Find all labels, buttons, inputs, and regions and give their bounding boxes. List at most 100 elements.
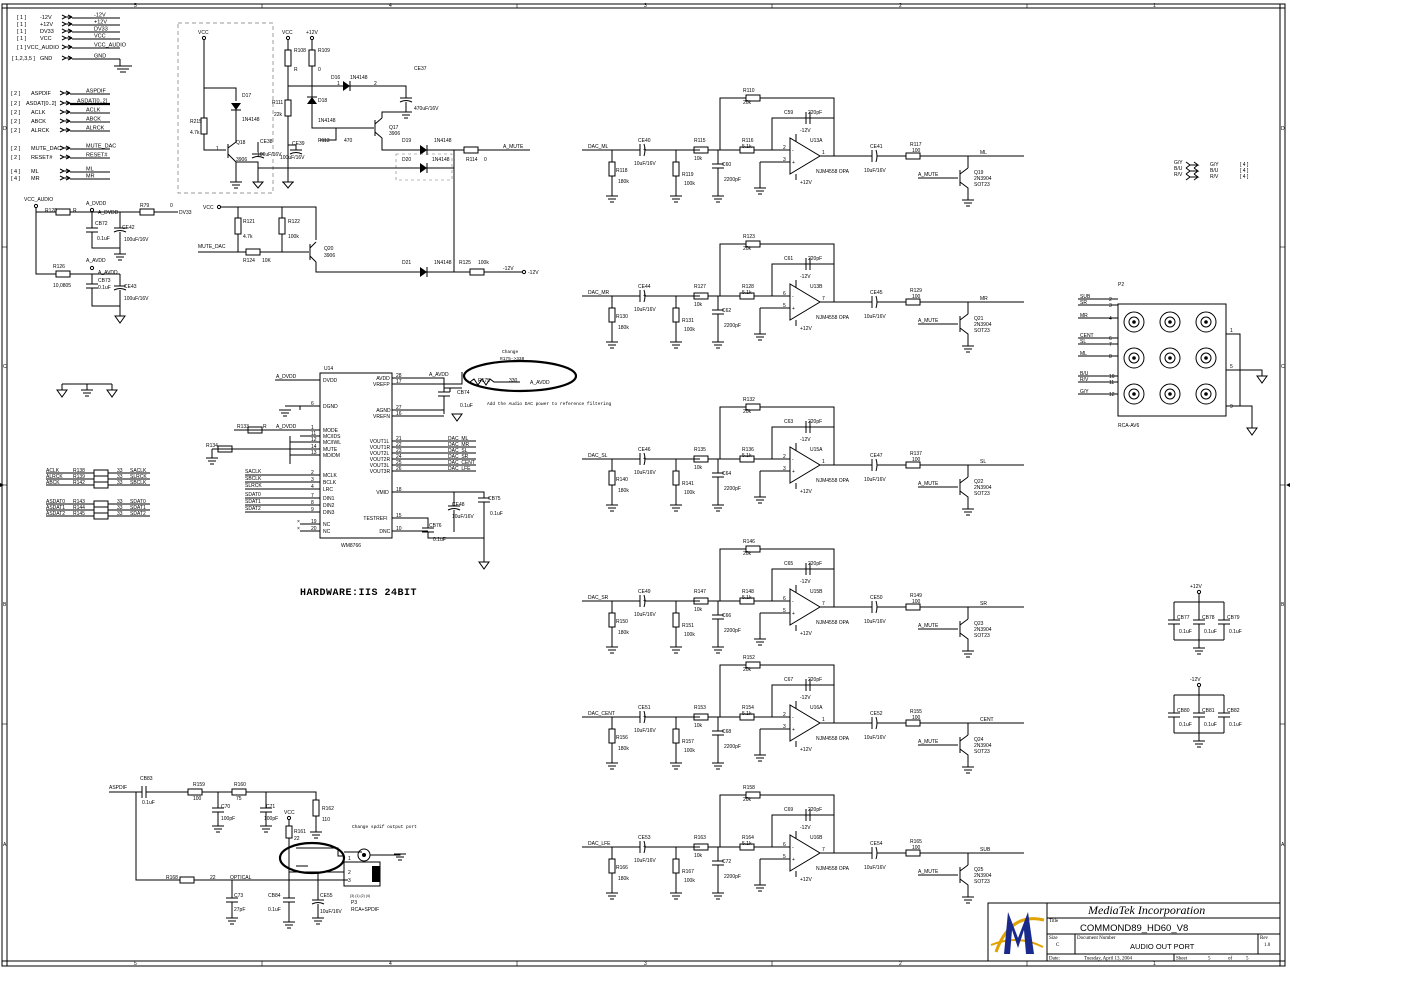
r124-val: 10K	[262, 258, 272, 264]
power-connector-arrow	[61, 44, 73, 50]
r124-ref: R124	[243, 258, 255, 264]
power-rail-label-5: GND	[94, 54, 106, 60]
c-shunt-wire	[712, 601, 724, 647]
input-cap-ref: CE51	[638, 705, 651, 711]
dac-pin-name-right-10: VMID	[376, 490, 389, 496]
ground-symbol	[606, 341, 618, 349]
connector-gnd-pin-9: 9	[1230, 404, 1233, 410]
rin-val: 10k	[694, 607, 703, 613]
size-value: C	[1056, 943, 1060, 948]
r121-ref: R121	[243, 219, 255, 225]
opamp-pos-rail: +12V	[800, 877, 812, 883]
output-wire	[820, 716, 906, 730]
right-io-arrow	[1185, 167, 1200, 175]
opamp-pin-plus: 5	[783, 854, 786, 860]
io-net-6: RESET#	[31, 155, 53, 161]
connector-net-2: MR	[1080, 313, 1088, 319]
dac-avdd-wire	[416, 377, 450, 414]
rout-ref: R155	[910, 709, 922, 715]
power-connector-arrow	[61, 35, 73, 41]
cb73-ref: CB73	[98, 278, 111, 284]
ground-symbol	[670, 646, 682, 654]
opamp-ref: U15A	[810, 447, 823, 453]
dac-ref: U14	[324, 366, 333, 372]
title-block: MediaTek Incorporation Title COMMOND89_H…	[987, 902, 1281, 962]
series-ref-2: R142	[73, 480, 85, 486]
dac-pin-num: 16	[396, 411, 402, 417]
cf-ref: C59	[784, 110, 793, 116]
ground-symbol	[754, 754, 766, 762]
rb-body	[672, 612, 680, 628]
q17-ref: Q17	[389, 125, 399, 131]
input-wire	[582, 840, 700, 854]
ce37-val: 470uF/16V	[414, 106, 439, 112]
rin-val: 10k	[694, 302, 703, 308]
rgnd-val: 180k	[618, 179, 629, 185]
power-ref-5: [ 1,2,3,5 ]	[12, 56, 35, 62]
rf-val: 20k	[743, 797, 752, 803]
rgnd-val: 180k	[618, 325, 629, 331]
connector-net-3: CENT	[1080, 333, 1094, 339]
opamp-pin-minus: 2	[783, 712, 786, 718]
dac-pin-name-right-6: VOUT2L	[370, 451, 390, 457]
io-net-4: ALRCK	[31, 128, 50, 134]
r133-body	[247, 426, 263, 434]
series-out-3: SDAT0	[130, 499, 146, 505]
output-wire	[820, 846, 906, 860]
channel-output-net: SL	[980, 459, 986, 465]
decoupling-caps: +12VCB770.1uFCB780.1uFCB790.1uF-12VCB800…	[1168, 584, 1242, 748]
dac-pin-name-left-8: BCLK	[323, 480, 337, 486]
channel-sub: DAC_LFECE5310uF/16V+R166180kR167100kR163…	[582, 785, 1024, 904]
dac-net-dac-mr: DAC_MR	[448, 442, 470, 448]
rin-ref: R127	[694, 284, 706, 290]
power-rail-label-3: VCC	[94, 34, 106, 40]
rca-jack-outer	[1195, 347, 1217, 369]
rca-jack-pin	[1132, 320, 1136, 324]
rgnd-body	[608, 307, 616, 323]
dac-pin-name-left-7: MCLK	[323, 473, 338, 479]
rf-ref: R152	[743, 655, 755, 661]
power-net-4: VCC_AUDIO	[27, 45, 60, 51]
rg-ref: R116	[742, 138, 754, 144]
dac-pin-num: 4	[311, 484, 314, 490]
rb-val: 100k	[684, 327, 695, 333]
dac-pin-num: 1	[311, 425, 314, 431]
opamp-body	[789, 834, 821, 872]
io-net-8: MR	[31, 176, 40, 182]
connector-net-7: R/V	[1080, 377, 1089, 383]
rgnd-ref: R150	[616, 619, 628, 625]
rgnd-ref: R166	[616, 865, 628, 871]
dac-pin-num: 21	[396, 436, 402, 442]
io-bus-2: ACLK	[86, 108, 101, 114]
cb72-ref: CB72	[95, 221, 108, 227]
decoupling-cap	[1218, 695, 1230, 733]
decoupling-cap-ref: CB82	[1227, 708, 1240, 714]
input-cap-val: 10uF/16V	[634, 307, 656, 313]
rgnd-body	[608, 470, 616, 486]
ground-symbol	[754, 333, 766, 341]
opamp-body	[789, 137, 821, 175]
rca-jack-outer	[1159, 311, 1181, 333]
io-ref-5: [ 2 ]	[11, 146, 21, 152]
mute-transistor-pkg: SOT23	[974, 491, 990, 497]
rca-jack-ring	[1200, 352, 1212, 364]
ground-symbol	[670, 892, 682, 900]
cf-wire	[796, 809, 834, 821]
opamp-minus-sign: -	[792, 845, 794, 851]
rin-ref: R153	[694, 705, 706, 711]
dac-net-dac-sl: DAC_SL	[448, 448, 468, 454]
output-cap-ref: CE47	[870, 453, 883, 459]
connector-pin-6: 10	[1109, 374, 1115, 380]
dac-pin-num: 27	[396, 405, 402, 411]
plus-input-wire	[759, 161, 790, 188]
ground-symbol	[754, 187, 766, 195]
decoupling-cap-ref: CB80	[1177, 708, 1190, 714]
input-cap-val: 10uF/16V	[634, 612, 656, 618]
rca-jack-outer	[1123, 383, 1145, 405]
rout-val: 100	[912, 148, 921, 154]
rg-ref: R148	[742, 589, 754, 595]
rg-val: 5.1k	[742, 290, 752, 296]
output-cap-ref: CE52	[870, 711, 883, 717]
dac-pin-name-left-0: DVDD	[323, 378, 338, 384]
mute-net-label: A_MUTE	[918, 172, 939, 178]
